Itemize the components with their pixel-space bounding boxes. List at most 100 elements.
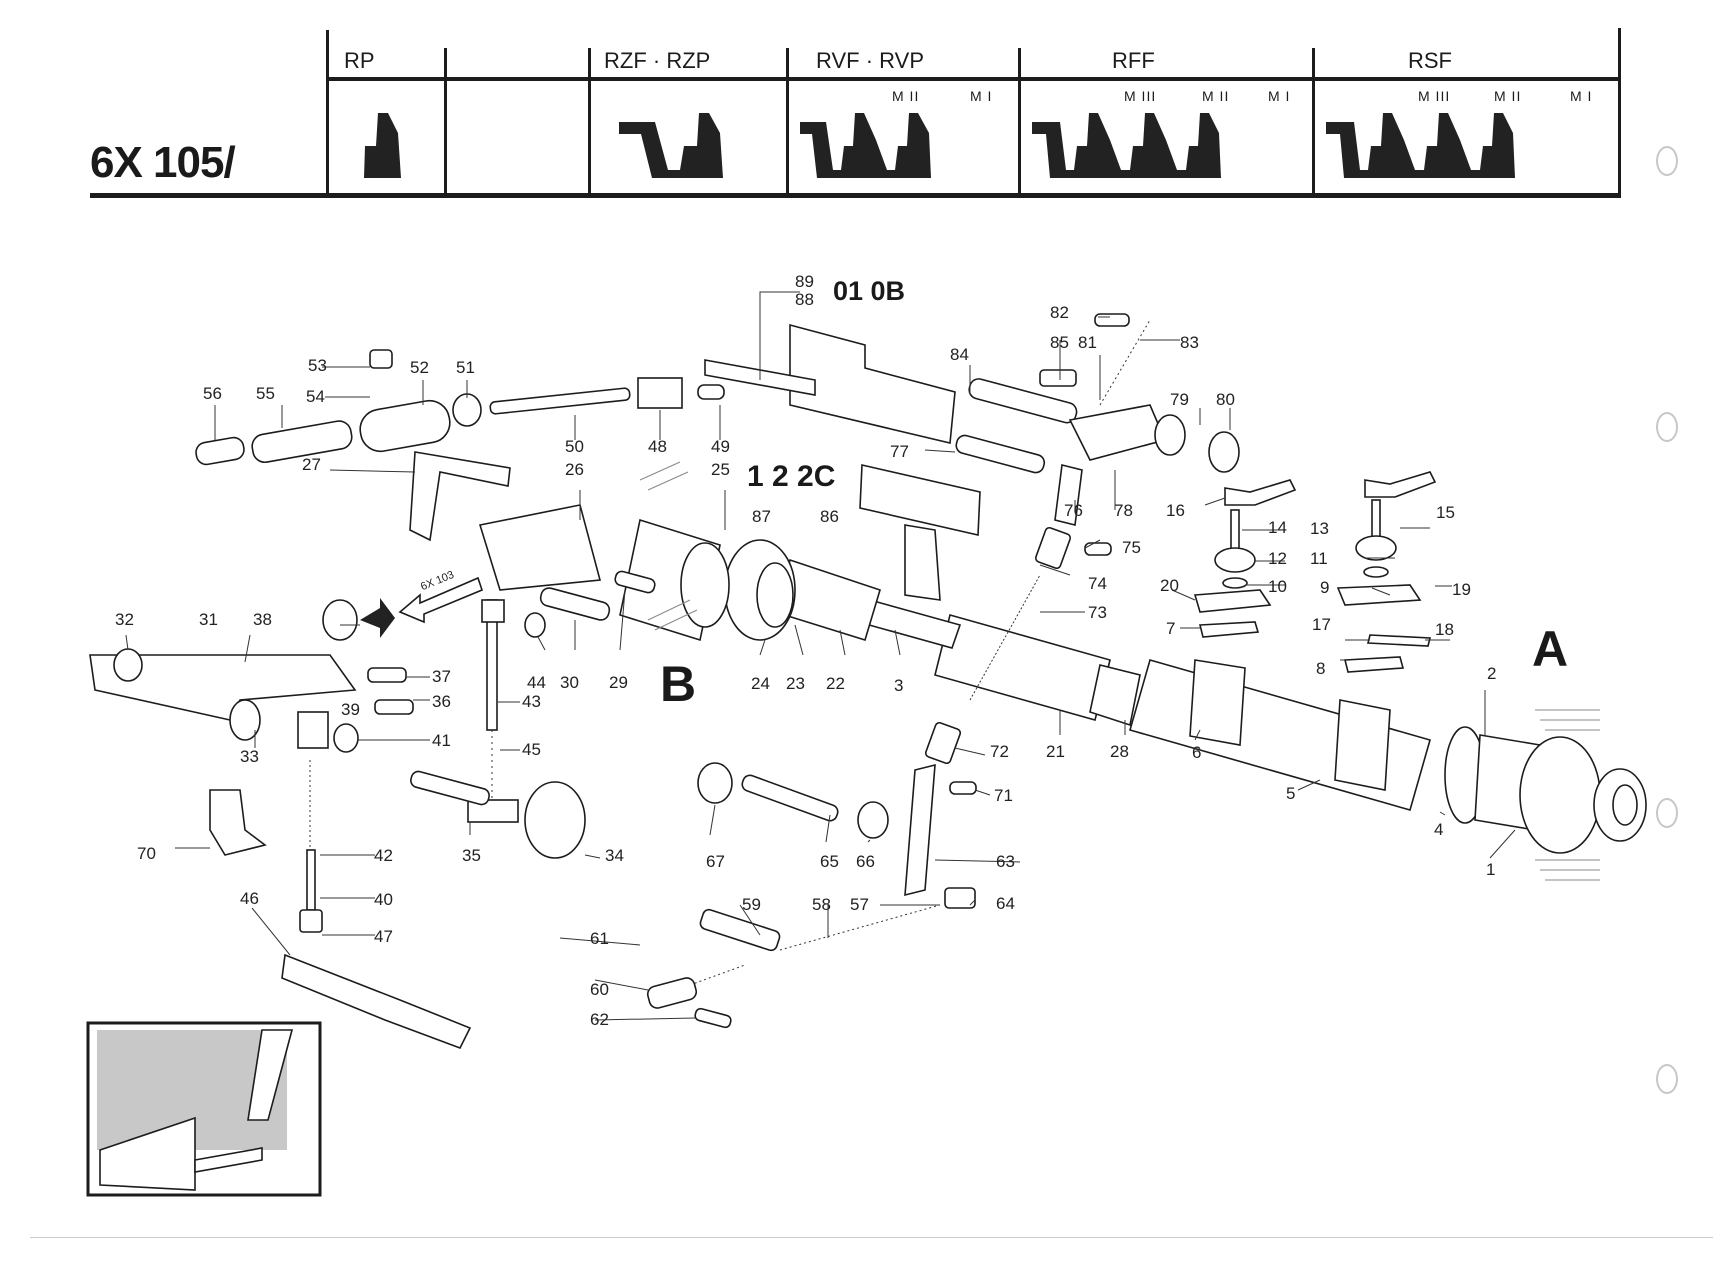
inset-rail [194, 1147, 263, 1173]
page-bottom-edge [30, 1237, 1713, 1238]
sub-label: M I [1268, 88, 1291, 104]
shaft-assembly [619, 518, 1647, 854]
callout: 66 [856, 852, 875, 871]
part-33 [229, 699, 261, 741]
callout: 9 [1320, 578, 1330, 597]
part-70 [209, 789, 267, 856]
profile-rff [1032, 113, 1221, 178]
callout: 62 [590, 1010, 609, 1029]
part-62 [694, 1007, 732, 1029]
part-clamp-5 [1334, 699, 1391, 791]
part-14 [1230, 509, 1240, 551]
callout: 38 [253, 610, 272, 629]
profile-rzf [619, 113, 723, 178]
part-27 [409, 451, 511, 542]
col-divider [444, 48, 447, 196]
lower-middle-parts [646, 526, 1112, 1029]
part-16 [1224, 479, 1297, 506]
part-39 [297, 711, 329, 749]
col-header-rzf-rzp: RZF · RZP [604, 48, 711, 73]
inset-detail [86, 1021, 322, 1197]
callout: 77 [890, 442, 909, 461]
part-12 [1214, 547, 1256, 573]
sub-label: M II [892, 88, 920, 104]
callout: 33 [240, 747, 259, 766]
callout: 39 [341, 700, 360, 719]
guard-plates [704, 323, 981, 601]
part-9 [1363, 566, 1389, 578]
part-43-head [481, 599, 505, 623]
col-header-rvf-rvp: RVF · RVP [816, 48, 924, 73]
part-49 [697, 384, 725, 400]
col-header-rsf: RSF [1408, 48, 1452, 73]
callout: 3 [894, 676, 904, 695]
part-79 [1154, 414, 1186, 456]
callout: 23 [786, 674, 805, 693]
profile-rp [364, 113, 401, 178]
part-36 [374, 699, 414, 715]
callout: 72 [990, 742, 1009, 761]
callout: 31 [199, 610, 218, 629]
binder-hole [1656, 798, 1678, 828]
callout: 46 [240, 889, 259, 908]
callout: 25 [711, 460, 730, 479]
callout: 24 [751, 674, 770, 693]
reference-arrow-6x103 [398, 576, 483, 624]
callout: 73 [1088, 603, 1107, 622]
callout: 7 [1166, 619, 1176, 638]
binder-hole [1656, 1064, 1678, 1094]
part-59 [699, 908, 781, 952]
callout: 8 [1316, 659, 1326, 678]
callout: 44 [527, 673, 546, 692]
callout: 78 [1114, 501, 1133, 520]
profile-rsf [1326, 113, 1515, 178]
callout: 53 [308, 356, 327, 375]
callout: 21 [1046, 742, 1065, 761]
part-37 [367, 667, 407, 683]
callout: 27 [302, 455, 321, 474]
section-label-b: B [660, 656, 697, 712]
callout: 85 [1050, 333, 1069, 352]
clamp-handles [1193, 471, 1437, 673]
part-35 [467, 799, 519, 823]
callout: 40 [374, 890, 393, 909]
callout: 35 [462, 846, 481, 865]
callout: 71 [994, 786, 1013, 805]
part-64 [944, 887, 976, 909]
callout: 1 [1486, 860, 1496, 879]
callout: 34 [605, 846, 624, 865]
callout: 64 [996, 894, 1015, 913]
callout: 87 [752, 507, 771, 526]
part-40 [306, 849, 316, 911]
sub-label: M II [1494, 88, 1522, 104]
callout: 55 [256, 384, 275, 403]
callout: 49 [711, 437, 730, 456]
part-71 [949, 781, 977, 795]
left-lever-parts [89, 570, 656, 1050]
sub-label: M III [1124, 88, 1157, 104]
callout: 63 [996, 852, 1015, 871]
callout: 65 [820, 852, 839, 871]
part-47 [299, 909, 323, 933]
callout: 28 [1110, 742, 1129, 761]
callout: 12 [1268, 549, 1287, 568]
part-29 [614, 570, 656, 594]
part-87-bracket [904, 524, 941, 601]
part-20 [1193, 589, 1272, 613]
callout: 75 [1122, 538, 1141, 557]
profile-shapes [364, 113, 1515, 178]
callout: 47 [374, 927, 393, 946]
callout: 80 [1216, 390, 1235, 409]
part-18 [1366, 634, 1432, 647]
upper-left-parts [195, 349, 725, 591]
callout: 41 [432, 731, 451, 750]
callout: 36 [432, 692, 451, 711]
binder-hole [1656, 412, 1678, 442]
sub-label: M II [1202, 88, 1230, 104]
variant-code-middle: 1 2 2C [747, 460, 836, 493]
callout: 79 [1170, 390, 1189, 409]
callout: 56 [203, 384, 222, 403]
part-80 [1208, 431, 1240, 473]
callout: 16 [1166, 501, 1185, 520]
